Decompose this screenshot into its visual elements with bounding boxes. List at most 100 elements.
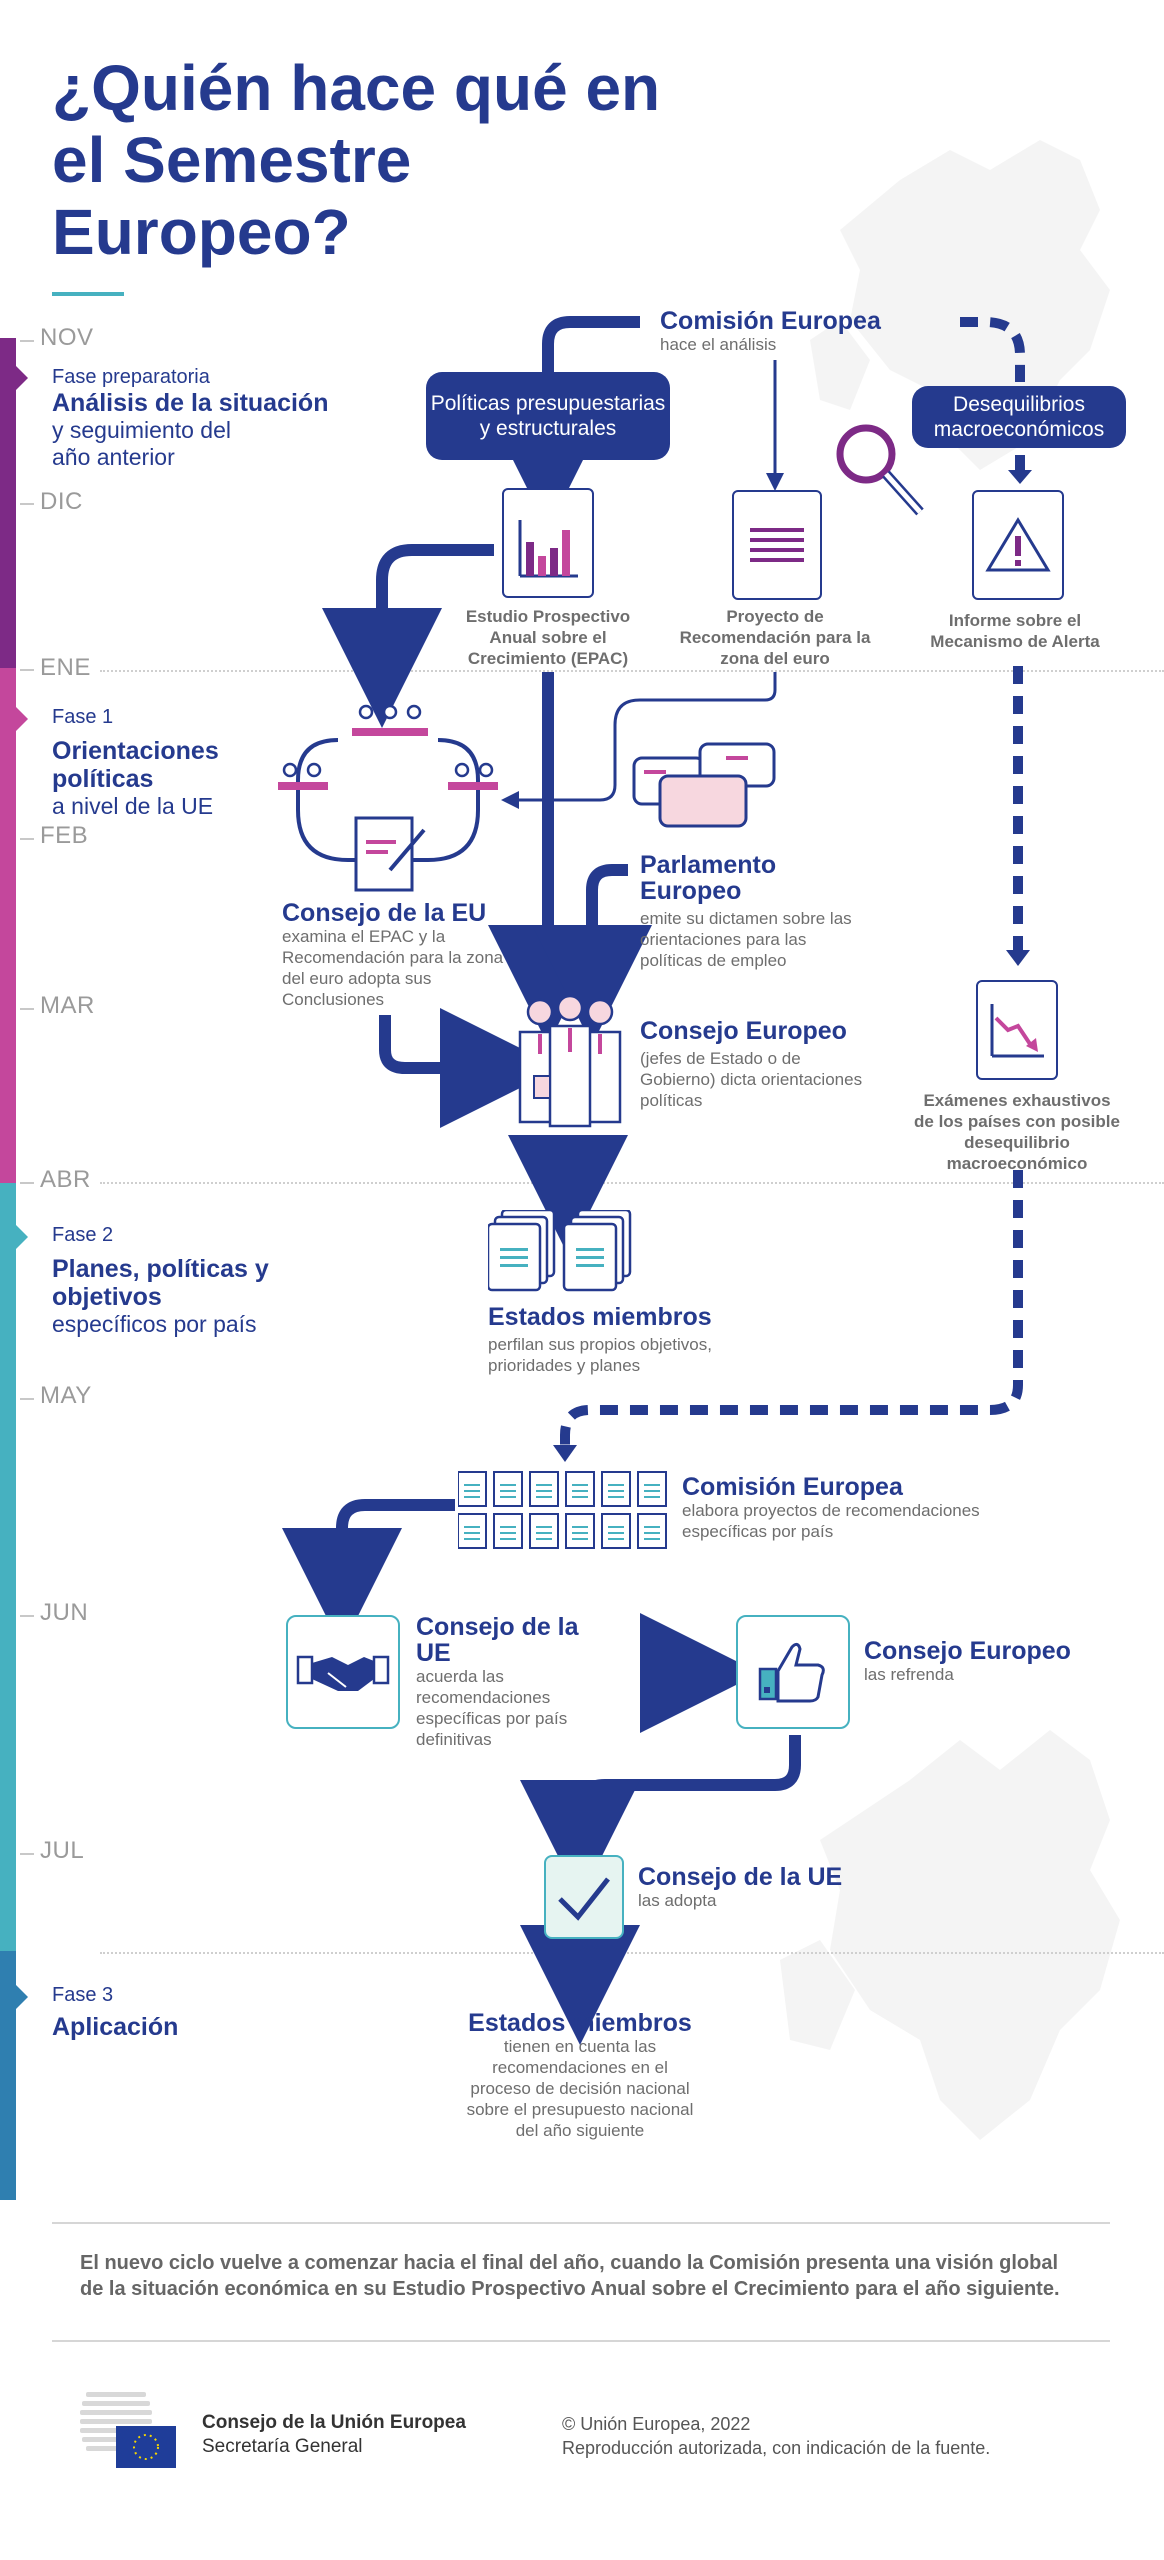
in-depth-review-label: Exámenes exhaustivos de los países con p…: [914, 1091, 1120, 1173]
european-council-title: Consejo Europeo: [640, 1017, 847, 1045]
month-feb: FEB: [40, 822, 89, 849]
month-tick: [20, 838, 34, 840]
timeline-bar-prep: [0, 338, 16, 668]
flow-connectors: [282, 316, 1032, 2045]
member-states-final-title: Estados miembros: [468, 2009, 692, 2037]
checkmark-icon: [558, 1877, 610, 1921]
council-agrees-desc: acuerda las recomendaciones específicas …: [416, 1667, 568, 1749]
council-agrees-title: Consejo de la UE: [416, 1613, 579, 1667]
pill-macro-imbalances: Desequilibrios macroeconómicos: [912, 386, 1126, 448]
ec-endorse-title: Consejo Europeo: [864, 1637, 1071, 1665]
phase-marker-f1: [16, 707, 28, 731]
alert-document-icon: [972, 490, 1064, 600]
phase-3: Fase 3 Aplicación: [52, 1984, 312, 2041]
month-tick: [20, 503, 34, 505]
documents-icon: [488, 1210, 632, 1292]
thumbs-up-box: [736, 1615, 850, 1729]
phase-2: Fase 2 Planes, políticas y objetivos esp…: [52, 1224, 312, 1338]
council-adopts-desc: las adopta: [638, 1891, 717, 1910]
member-states-final-desc: tienen en cuenta las recomendaciones en …: [466, 2037, 694, 2140]
month-ene: ENE: [40, 654, 91, 681]
footnote-divider-bottom: [52, 2340, 1110, 2342]
footer-copyright-line: © Unión Europea, 2022: [562, 2414, 751, 2434]
month-tick: [20, 1182, 34, 1184]
commission-csr-title: Comisión Europea: [682, 1473, 903, 1501]
footnote-divider-top: [52, 2222, 1110, 2224]
month-may: MAY: [40, 1382, 92, 1409]
phase-marker-prep: [16, 366, 28, 390]
member-states: Estados miembros perfilan sus propios ob…: [488, 1304, 788, 1376]
phase-marker-f2: [16, 1225, 28, 1249]
text-lines-icon: [750, 528, 804, 562]
commission-csr-desc: elabora proyectos de recomendaciones esp…: [682, 1501, 980, 1541]
phase-divider: [100, 670, 1164, 672]
footer-org-sub: Secretaría General: [202, 2436, 363, 2457]
checkmark-box: [544, 1855, 624, 1939]
csr-documents-grid-icon: [458, 1471, 667, 1549]
phase-prep-label: Fase preparatoria: [52, 366, 210, 388]
member-states-desc: perfilan sus propios objetivos, priorida…: [488, 1335, 712, 1375]
month-abr: ABR: [40, 1166, 91, 1193]
euro-rec-document-icon: [732, 490, 822, 600]
alert-label: Informe sobre el Mecanismo de Alerta: [930, 611, 1100, 651]
thumbs-up-icon: [758, 1642, 825, 1703]
phase-2-title: Planes, políticas y objetivos: [52, 1255, 269, 1311]
phase-divider: [100, 1182, 1164, 1184]
in-depth-review-icon: [976, 980, 1058, 1080]
parliament: Parlamento Europeo emite su dictamen sob…: [640, 852, 870, 971]
commission-analysis-title: Comisión Europea: [660, 307, 881, 335]
phase-2-label: Fase 2: [52, 1224, 114, 1246]
bar-chart-icon: [518, 520, 578, 578]
ec-endorse: Consejo Europeo las refrenda: [864, 1638, 1104, 1685]
magnifier-icon: [836, 424, 924, 516]
european-council-desc: (jefes de Estado o de Gobierno) dicta or…: [640, 1049, 863, 1110]
europe-map-bottom: [780, 1730, 1120, 2140]
epac-document-icon: [502, 488, 594, 598]
footer-copyright: © Unión Europea, 2022 Reproducción autor…: [562, 2412, 1082, 2460]
phase-3-label: Fase 3: [52, 1984, 114, 2006]
month-mar: MAR: [40, 992, 95, 1019]
month-tick: [20, 1398, 34, 1400]
member-states-title: Estados miembros: [488, 1303, 712, 1331]
commission-analysis-desc: hace el análisis: [660, 335, 777, 354]
footer-org: Consejo de la Unión Europea Secretaría G…: [202, 2412, 542, 2458]
title-underline: [52, 292, 124, 296]
euro-rec-label: Proyecto de Recomendación para la zona d…: [679, 607, 871, 668]
timeline-bar-f1: [0, 668, 16, 1183]
phase-prep-sub: y seguimiento del año anterior: [52, 417, 231, 470]
phase-1-title: Orientaciones políticas: [52, 737, 219, 793]
speech-bubbles-icon: [632, 742, 776, 828]
parliament-title: Parlamento Europeo: [640, 851, 777, 905]
council-agrees: Consejo de la UE acuerda las recomendaci…: [416, 1614, 616, 1750]
month-jun: JUN: [40, 1599, 89, 1626]
month-tick: [20, 1008, 34, 1010]
phase-2-sub: específicos por país: [52, 1311, 257, 1337]
footer-org-name: Consejo de la Unión Europea: [202, 2412, 466, 2433]
month-dic: DIC: [40, 488, 83, 515]
phase-prep-title: Análisis de la situación: [52, 389, 329, 417]
footer-reproduction-line: Reproducción autorizada, con indicación …: [562, 2438, 991, 2458]
month-tick: [20, 340, 34, 342]
council-eu-desc: examina el EPAC y la Recomendación para …: [282, 927, 504, 1009]
declining-chart-icon: [990, 1004, 1044, 1058]
epac-label: Estudio Prospectivo Anual sobre el Creci…: [465, 607, 631, 668]
parliament-desc: emite su dictamen sobre las orientacione…: [640, 909, 852, 970]
handshake-icon: [296, 1655, 390, 1691]
timeline-bar-f2: [0, 1183, 16, 1951]
warning-icon: [985, 517, 1051, 572]
handshake-box: [286, 1615, 400, 1729]
month-jul: JUL: [40, 1837, 85, 1864]
council-adopts: Consejo de la UE las adopta: [638, 1864, 878, 1911]
commission-csr: Comisión Europea elabora proyectos de re…: [682, 1474, 1042, 1542]
commission-analysis: Comisión Europea hace el análisis: [660, 308, 900, 355]
phase-1-label: Fase 1: [52, 706, 114, 728]
meeting-icon: [278, 704, 498, 892]
council-logo: [80, 2392, 176, 2468]
council-adopts-title: Consejo de la UE: [638, 1863, 843, 1891]
council-eu: Consejo de la EU examina el EPAC y la Re…: [282, 900, 512, 1010]
phase-1-sub: a nivel de la UE: [52, 793, 214, 819]
page-title: ¿Quién hace qué en el Semestre Europeo?: [52, 52, 661, 268]
month-tick: [20, 1615, 34, 1617]
month-nov: NOV: [40, 324, 94, 351]
month-tick: [20, 1853, 34, 1855]
